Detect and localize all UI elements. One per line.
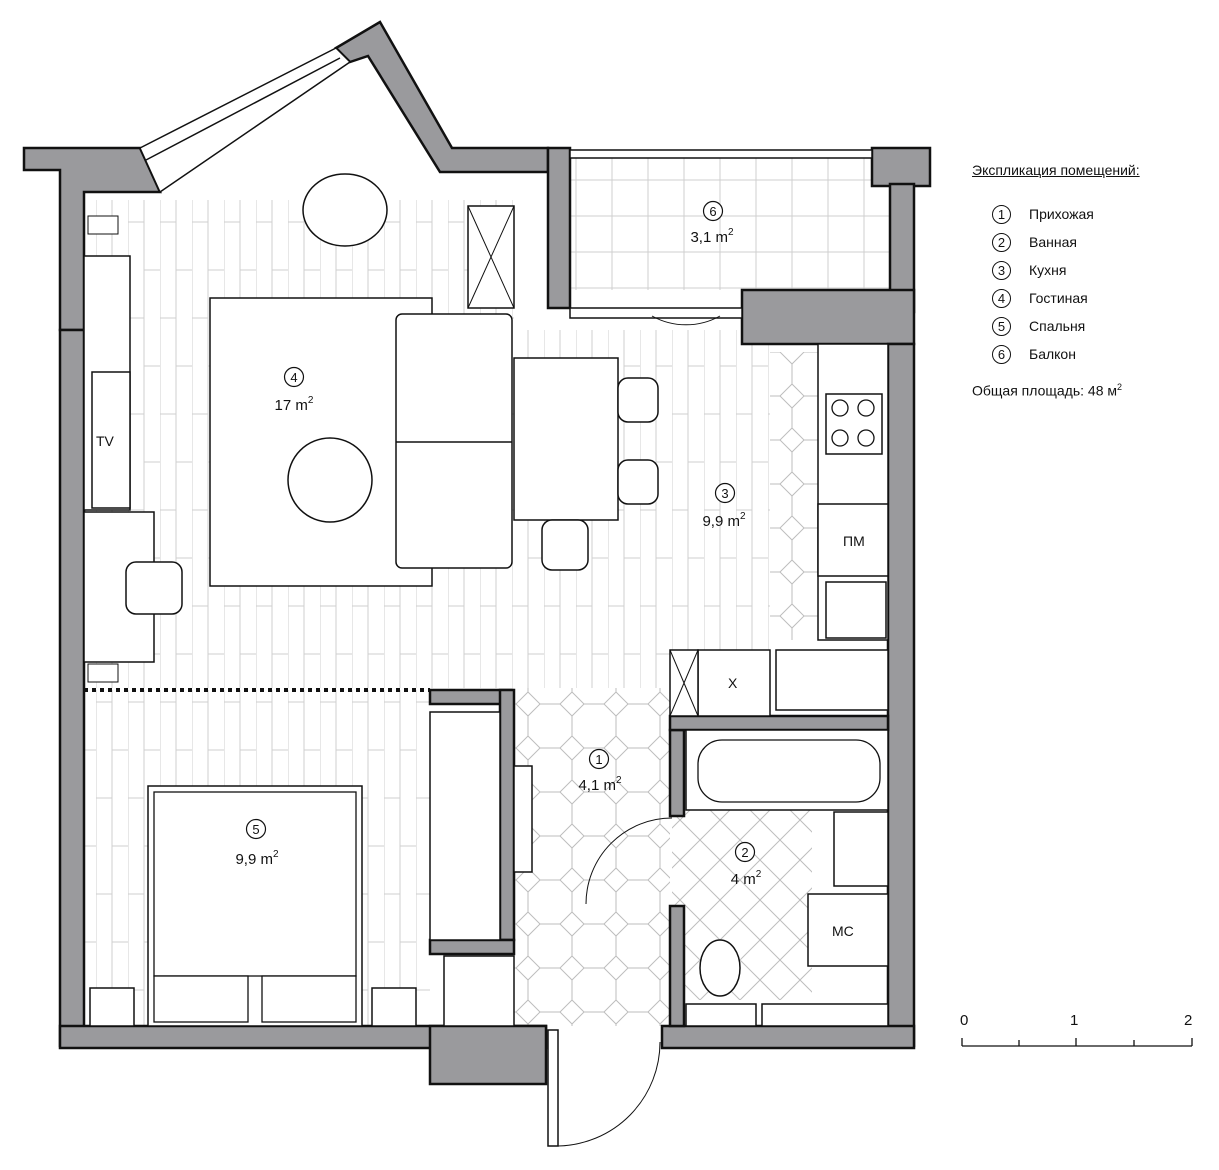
svg-text:3: 3 xyxy=(721,486,728,501)
bath-sink xyxy=(833,811,889,887)
wall-west xyxy=(58,328,86,1048)
legend-label: Спальня xyxy=(1029,318,1086,334)
fridge xyxy=(697,649,771,717)
legend-number: 4 xyxy=(992,288,1011,308)
legend-title: Экспликация помещений: xyxy=(972,162,1140,178)
walls xyxy=(22,20,932,1086)
scale-label-0: 0 xyxy=(960,1012,969,1029)
armchair xyxy=(302,173,388,247)
svg-text:2: 2 xyxy=(741,845,748,860)
svg-text:4 m2: 4 m2 xyxy=(731,869,762,888)
svg-text:9,9 m2: 9,9 m2 xyxy=(235,849,279,868)
svg-text:1: 1 xyxy=(595,752,602,767)
svg-text:3,1 m2: 3,1 m2 xyxy=(690,227,734,246)
hall-bench xyxy=(513,765,533,873)
scale-ruler xyxy=(961,1038,1193,1047)
wall-bath-lower xyxy=(668,904,686,1028)
wall-hall-entry xyxy=(428,938,516,956)
svg-text:9,9 m2: 9,9 m2 xyxy=(702,511,746,530)
balcony-railing xyxy=(569,149,873,159)
room-label-3: 3 9,9 m2 xyxy=(702,482,746,530)
legend-label: Балкон xyxy=(1029,346,1076,362)
legend-label: Прихожая xyxy=(1029,206,1094,222)
legend-number: 6 xyxy=(992,344,1011,364)
room-label-4: 4 17 m2 xyxy=(275,366,314,414)
bath-door-swing xyxy=(585,817,673,905)
legend-item: 4 Гостиная xyxy=(992,284,1202,312)
legend-item: 3 Кухня xyxy=(992,256,1202,284)
wall-kitchen-east xyxy=(740,288,916,346)
legend-number: 5 xyxy=(992,316,1011,336)
svg-text:4,1 m2: 4,1 m2 xyxy=(578,775,622,794)
total-area: Общая площадь: 48 м2 xyxy=(972,382,1123,399)
pillow-right xyxy=(261,975,357,1023)
balcony-floor xyxy=(570,158,890,290)
balcony-door xyxy=(569,307,743,319)
legend-item: 1 Прихожая xyxy=(992,200,1202,228)
scale-label-1: 1 xyxy=(1070,1012,1079,1029)
pillow-left xyxy=(153,975,249,1023)
bedroom-wardrobe xyxy=(429,711,501,941)
room-label-6: 6 3,1 m2 xyxy=(690,200,734,246)
tv-label: TV xyxy=(96,433,115,449)
speaker-icon xyxy=(87,215,119,235)
wall-wardrobe-east xyxy=(498,688,516,942)
wall-kitchen-north xyxy=(546,146,572,310)
nightstand-right xyxy=(371,987,417,1027)
legend-label: Кухня xyxy=(1029,262,1067,278)
nightstand-left xyxy=(89,987,135,1027)
svg-text:5: 5 xyxy=(252,822,259,837)
wall-entry-left xyxy=(428,1024,548,1086)
hall-floor xyxy=(514,688,670,1026)
scale-bar: 0 1 2 xyxy=(958,1012,1198,1052)
wall-balcony-east xyxy=(870,146,932,188)
wall-bath-north xyxy=(668,714,890,732)
legend: Экспликация помещений: 1 Прихожая 2 Ванн… xyxy=(972,162,1202,399)
desk-chair xyxy=(125,561,183,615)
entrance-door-swing xyxy=(557,1041,661,1147)
legend-number: 2 xyxy=(992,232,1011,252)
dining-table xyxy=(513,357,619,521)
chair-1 xyxy=(617,377,659,423)
bath-floor xyxy=(672,808,812,1000)
speaker-icon-2 xyxy=(87,663,119,683)
hall-shelf xyxy=(443,955,515,1027)
tv-unit xyxy=(91,371,131,509)
legend-label: Ванная xyxy=(1029,234,1077,250)
scale-label-2: 2 xyxy=(1184,1012,1193,1029)
washing-machine xyxy=(807,893,889,967)
fridge-label: X xyxy=(728,675,738,691)
legend-item: 5 Спальня xyxy=(992,312,1202,340)
washer-label: МС xyxy=(832,923,854,939)
room-label-2: 2 4 m2 xyxy=(731,841,762,888)
coffee-table xyxy=(287,437,373,523)
pantry xyxy=(775,649,889,711)
room-label-5: 5 9,9 m2 xyxy=(235,818,279,868)
chair-2 xyxy=(617,459,659,505)
wall-bay-corner xyxy=(333,20,550,174)
legend-item: 2 Ванная xyxy=(992,228,1202,256)
entrance-door xyxy=(547,1029,559,1147)
toilet xyxy=(699,939,741,997)
wall-east xyxy=(886,342,916,1048)
wall-bath-west xyxy=(668,728,686,818)
chair-3 xyxy=(541,519,589,571)
svg-text:17 m2: 17 m2 xyxy=(275,395,314,414)
legend-number: 1 xyxy=(992,204,1011,224)
legend-number: 3 xyxy=(992,260,1011,280)
legend-item: 6 Балкон xyxy=(992,340,1202,368)
kitchen-sink xyxy=(825,581,887,639)
bay-window xyxy=(139,47,352,194)
balcony-door-swing xyxy=(651,315,721,326)
sofa xyxy=(395,313,513,569)
svg-text:6: 6 xyxy=(709,204,716,219)
legend-label: Гостиная xyxy=(1029,290,1088,306)
svg-text:4: 4 xyxy=(290,370,297,385)
dishwasher xyxy=(817,503,889,577)
room-label-1: 1 4,1 m2 xyxy=(578,748,622,794)
dishwasher-label: ПМ xyxy=(843,533,865,549)
wall-south-right xyxy=(660,1024,916,1050)
kitchen-backsplash xyxy=(770,352,818,640)
